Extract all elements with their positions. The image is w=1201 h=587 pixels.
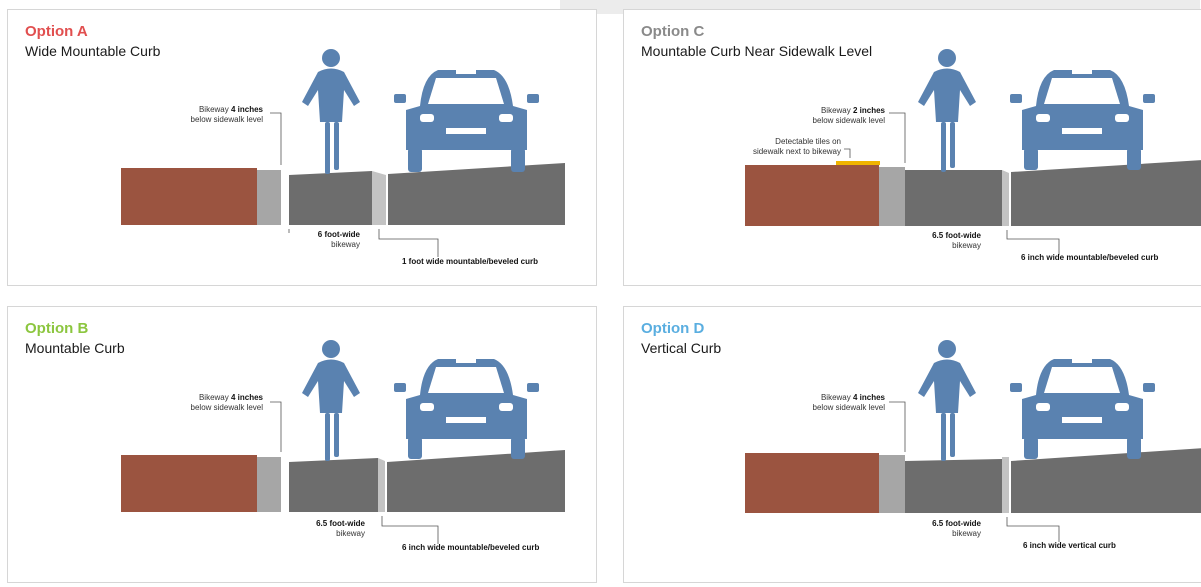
bikeway xyxy=(905,170,1002,226)
option-title: Mountable Curb xyxy=(25,340,125,356)
cross-section-a xyxy=(121,49,565,257)
car-icon xyxy=(1010,68,1155,170)
cyclist-icon xyxy=(302,340,360,461)
detectable-tiles xyxy=(836,161,880,165)
sidewalk xyxy=(745,165,879,226)
depth-leader-line xyxy=(889,401,906,452)
option-label: Option D xyxy=(641,320,705,337)
curb-label: 6 inch wide vertical curb xyxy=(1023,541,1116,550)
curb-label: 1 foot wide mountable/beveled curb xyxy=(402,257,539,266)
curb-leader-line xyxy=(1006,230,1060,255)
bikeway-width-annotation: 6.5 foot-wide bikeway xyxy=(932,519,981,539)
roadway xyxy=(387,450,565,512)
depth-value: 4 inches xyxy=(230,105,263,114)
depth-prefix: Bikeway xyxy=(820,393,853,402)
cyclist-icon xyxy=(302,49,360,174)
depth-value: 4 inches xyxy=(230,393,263,402)
option-title: Mountable Curb Near Sidewalk Level xyxy=(641,43,873,59)
width-value: 6.5 foot-wide xyxy=(932,519,981,528)
curb-leader-line xyxy=(381,516,439,544)
option-title: Vertical Curb xyxy=(641,340,722,356)
curb-leader-line xyxy=(1006,517,1060,542)
width-suffix: bikeway xyxy=(952,529,981,538)
panel-option-c: Option C Mountable Curb Near Sidewalk Le… xyxy=(623,9,1201,286)
bikeway-depth-annotation: Bikeway 4 inches below sidewalk level xyxy=(191,105,263,125)
sidewalk xyxy=(745,453,879,513)
bikeway-width-annotation: 6.5 foot-wide bikeway xyxy=(316,519,365,539)
panel-option-b: Option B Mountable Curb Bikeway 4 inches… xyxy=(7,306,597,583)
bikeway-depth-annotation: Bikeway 4 inches below sidewalk level xyxy=(813,393,885,413)
sidewalk xyxy=(121,168,257,225)
tiles-line2: sidewalk next to bikeway xyxy=(752,147,841,156)
bikeway-depth-annotation: Bikeway 2 inches below sidewalk level xyxy=(813,106,885,126)
car-icon xyxy=(394,68,539,172)
option-label: Option A xyxy=(25,23,88,40)
cross-section-b xyxy=(121,340,565,544)
mountable-curb xyxy=(372,171,386,225)
width-suffix: bikeway xyxy=(336,529,365,538)
sidewalk-curb xyxy=(257,170,281,225)
depth-prefix: Bikeway xyxy=(820,106,853,115)
depth-value: 2 inches xyxy=(852,106,885,115)
vertical-curb xyxy=(1002,457,1009,513)
tiles-line1: Detectable tiles on xyxy=(775,137,841,146)
mountable-curb xyxy=(1002,170,1009,226)
curb-label: 6 inch wide mountable/beveled curb xyxy=(402,543,540,552)
depth-leader-line xyxy=(270,112,282,165)
roadway xyxy=(1011,448,1201,513)
width-value: 6 foot-wide xyxy=(317,230,360,239)
option-label: Option B xyxy=(25,320,89,337)
cross-section-d xyxy=(745,340,1201,542)
bikeway xyxy=(289,458,378,512)
tiles-leader-line xyxy=(844,148,851,158)
cyclist-icon xyxy=(918,340,976,461)
detectable-tiles-annotation: Detectable tiles on sidewalk next to bik… xyxy=(753,137,841,157)
bikeway-width-annotation: 6.5 foot-wide bikeway xyxy=(932,231,981,251)
depth-leader-line xyxy=(889,112,906,163)
width-value: 6.5 foot-wide xyxy=(932,231,981,240)
roadway xyxy=(1011,160,1201,226)
bikeway-width-annotation: 6 foot-wide bikeway xyxy=(318,230,360,250)
depth-value: 4 inches xyxy=(852,393,885,402)
bikeway xyxy=(905,459,1002,513)
width-suffix: bikeway xyxy=(952,241,981,250)
depth-prefix: Bikeway xyxy=(198,393,231,402)
sidewalk xyxy=(121,455,257,512)
width-value: 6.5 foot-wide xyxy=(316,519,365,528)
panel-option-a: Option A Wide Mountable Curb Bikeway 4 i… xyxy=(7,9,597,286)
depth-leader-line xyxy=(270,401,282,452)
roadway xyxy=(388,163,565,225)
option-label: Option C xyxy=(641,23,705,40)
mountable-curb xyxy=(378,458,385,512)
cyclist-icon xyxy=(918,49,976,172)
depth-suffix: below sidewalk level xyxy=(190,403,263,412)
option-title: Wide Mountable Curb xyxy=(25,43,161,59)
depth-suffix: below sidewalk level xyxy=(812,116,885,125)
sidewalk-curb xyxy=(879,167,905,226)
car-icon xyxy=(394,357,539,459)
bikeway xyxy=(289,171,372,225)
sidewalk-curb xyxy=(257,457,281,512)
width-suffix: bikeway xyxy=(331,240,360,249)
sidewalk-curb xyxy=(879,455,905,513)
depth-prefix: Bikeway xyxy=(198,105,231,114)
car-icon xyxy=(1010,357,1155,459)
depth-suffix: below sidewalk level xyxy=(812,403,885,412)
panel-option-d: Option D Vertical Curb Bikeway 4 inches … xyxy=(623,306,1201,583)
curb-leader-line xyxy=(378,229,439,257)
bikeway-depth-annotation: Bikeway 4 inches below sidewalk level xyxy=(191,393,263,413)
curb-label: 6 inch wide mountable/beveled curb xyxy=(1021,253,1159,262)
cross-section-c xyxy=(745,49,1201,255)
depth-suffix: below sidewalk level xyxy=(190,115,263,124)
